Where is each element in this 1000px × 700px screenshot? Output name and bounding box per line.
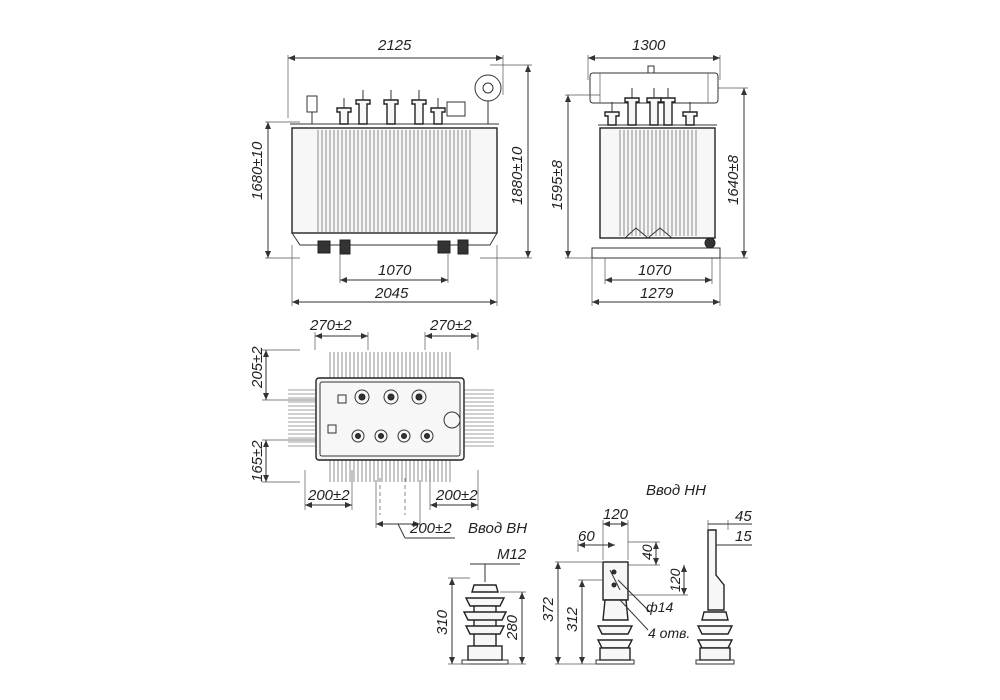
- plan-side-lower-label: 165±2: [249, 440, 266, 482]
- side-height-right-label: 1640±8: [725, 154, 742, 205]
- hv-bushing-detail: Ввод ВН M12 310 280: [434, 520, 527, 665]
- bushing: [646, 97, 662, 126]
- bushing: [604, 111, 620, 126]
- front-wheelbase-label: 1070: [378, 262, 412, 279]
- plan-top-left-label: 270±2: [309, 317, 352, 334]
- front-width-label: 2125: [377, 37, 412, 54]
- side-wheelbase-label: 1070: [638, 262, 672, 279]
- bushing: [411, 99, 427, 125]
- plan-bottom-left-label: 200±2: [307, 487, 350, 504]
- front-view: 2125 1680±10 1880±10: [249, 37, 532, 306]
- plan-bottom-center-label: 200±2: [409, 520, 452, 537]
- lv-dim-120-top-label: 120: [603, 506, 629, 523]
- lv-dim-15-label: 15: [735, 528, 752, 545]
- hv-thread-label: M12: [497, 546, 527, 563]
- lv-holes-count-label: 4 отв.: [648, 625, 690, 641]
- lv-dim-120-side-label: 120: [667, 568, 683, 592]
- plan-top-right-label: 270±2: [429, 317, 472, 334]
- front-height-left-label: 1680±10: [249, 141, 266, 200]
- lv-height-372-label: 372: [540, 596, 557, 622]
- plan-bottom-right-label: 200±2: [435, 487, 478, 504]
- lv-bushing-title: Ввод НН: [646, 482, 706, 499]
- bushing: [355, 99, 371, 125]
- plan-view: 270±2 270±2 205±2 165±2: [249, 317, 494, 539]
- bushing: [383, 99, 399, 125]
- lv-dim-40-label: 40: [639, 544, 655, 560]
- hv-height-total-label: 310: [434, 609, 451, 635]
- lv-hole-diameter-label: ф14: [646, 599, 673, 615]
- hv-bushing-title: Ввод ВН: [468, 520, 527, 537]
- bushing: [336, 107, 352, 125]
- hv-height-body-label: 280: [504, 614, 521, 641]
- front-height-right-label: 1880±10: [509, 146, 526, 205]
- side-view: 1300 1595±8 1640±8 1070 1279: [549, 37, 748, 306]
- bushing: [430, 107, 446, 125]
- bushing: [682, 111, 698, 126]
- lv-dim-45-label: 45: [735, 508, 752, 525]
- side-base-label: 1279: [640, 285, 674, 302]
- front-base-label: 2045: [374, 285, 409, 302]
- lv-bushing-detail: Ввод НН 120 60 40 120: [540, 482, 752, 665]
- bushing: [660, 97, 676, 126]
- bushing: [624, 97, 640, 126]
- side-height-left-label: 1595±8: [549, 159, 566, 210]
- side-width-label: 1300: [632, 37, 666, 54]
- lv-dim-60-label: 60: [578, 528, 595, 545]
- plan-side-upper-label: 205±2: [249, 346, 266, 389]
- lv-height-312-label: 312: [564, 606, 581, 632]
